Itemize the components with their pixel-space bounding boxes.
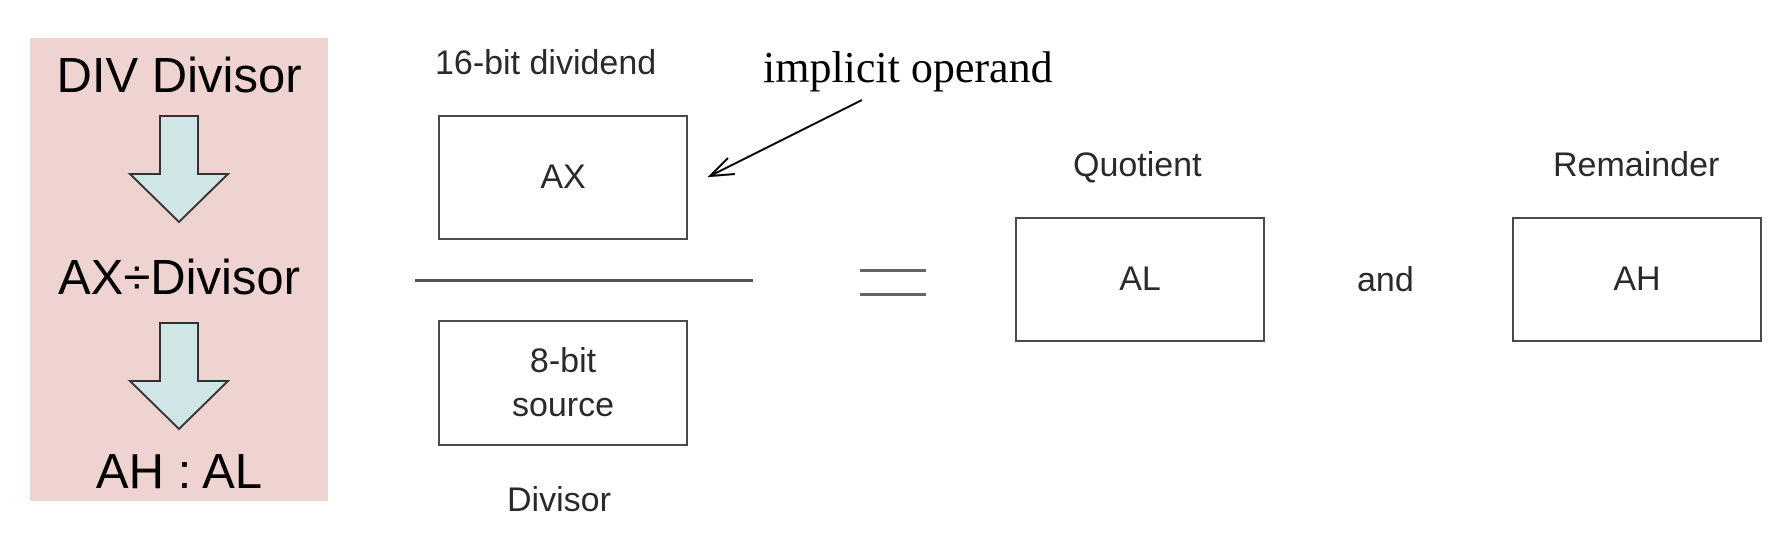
remainder-caption: Remainder (1553, 146, 1720, 184)
div-summary-panel: DIV Divisor AX÷Divisor AH : AL (30, 38, 328, 501)
div-instruction-label: DIV Divisor (56, 49, 302, 103)
dividend-caption: 16-bit dividend (435, 44, 657, 82)
division-diagram: 16-bit dividend implicit operand AX 8-bi… (410, 20, 1792, 520)
and-connector: and (1357, 261, 1414, 299)
quotient-register-box: AL (1015, 217, 1265, 342)
equals-sign-top (860, 269, 926, 272)
dividend-register-box: AX (438, 115, 688, 240)
fraction-bar (415, 279, 753, 282)
equals-sign-bottom (860, 293, 926, 296)
remainder-register-box: AH (1512, 217, 1762, 342)
divisor-source-box: 8-bit source (438, 320, 688, 446)
quotient-caption: Quotient (1073, 146, 1202, 184)
division-expression: AX÷Divisor (58, 251, 300, 305)
divisor-caption: Divisor (507, 481, 611, 519)
result-registers: AH : AL (95, 445, 263, 499)
down-arrow-icon (30, 321, 328, 431)
annotation-arrow (707, 99, 863, 178)
down-arrow-icon (30, 114, 328, 224)
implicit-operand-annotation: implicit operand (763, 43, 1053, 92)
